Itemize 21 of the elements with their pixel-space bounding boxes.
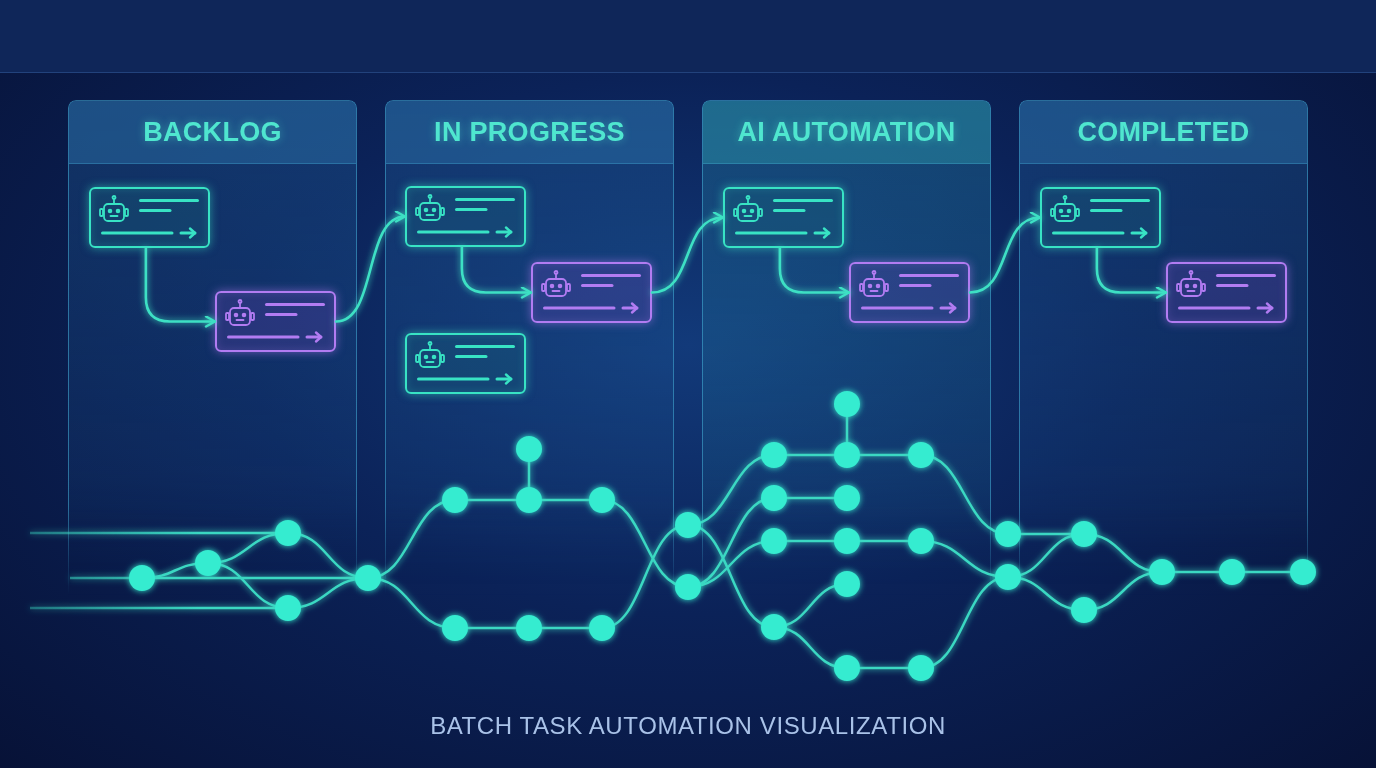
column-title: AI AUTOMATION [737, 116, 956, 148]
arrow [334, 212, 407, 323]
task-card [531, 262, 652, 323]
arrow [460, 245, 533, 299]
arrow [778, 246, 851, 299]
task-card [215, 291, 336, 352]
arrow [144, 246, 217, 328]
column-title: IN PROGRESS [434, 116, 625, 148]
task-card [1166, 262, 1287, 323]
column-title: BACKLOG [143, 116, 282, 148]
task-card [405, 186, 526, 247]
task-card [723, 187, 844, 248]
caption: BATCH TASK AUTOMATION VISUALIZATION [430, 712, 946, 739]
column-title: COMPLETED [1077, 116, 1250, 148]
task-card [1040, 187, 1161, 248]
task-card [849, 262, 970, 323]
arrow [650, 212, 725, 294]
task-card [405, 333, 526, 394]
task-card [89, 187, 210, 248]
arrow [968, 212, 1042, 294]
arrow [1095, 246, 1168, 299]
